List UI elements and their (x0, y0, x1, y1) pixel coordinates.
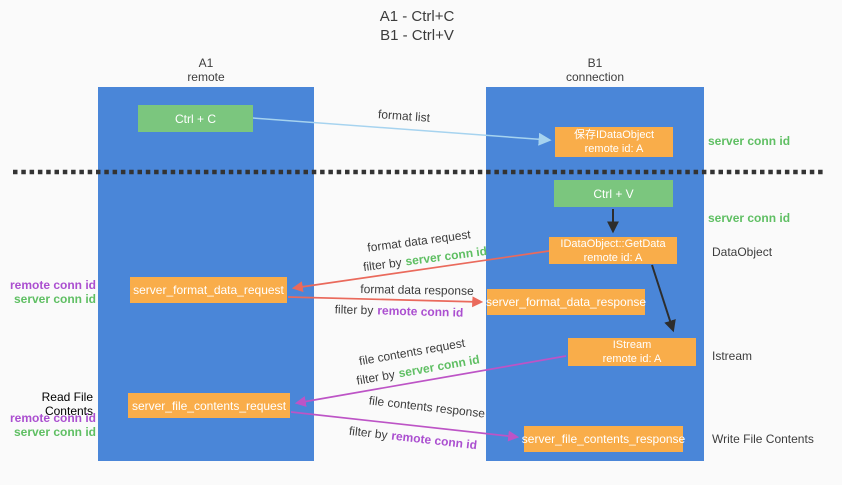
annotation-server-conn-id-left-top: server conn id (13, 292, 96, 306)
lane-b1-role: connection (565, 70, 625, 84)
node-ctrl-c: Ctrl + C (138, 105, 253, 132)
lane-header-a1: A1 remote (146, 56, 266, 84)
edge-label-file-contents-response: file contents response (368, 393, 486, 421)
title-line-b1: B1 - Ctrl+V (380, 27, 454, 44)
diagram-title: A1 - Ctrl+C B1 - Ctrl+V (342, 7, 492, 45)
node-server-file-contents-response: server_file_contents_response (521, 426, 686, 452)
annotation-remote-conn-id-top: remote conn id (9, 278, 96, 292)
lane-a1-role: remote (187, 70, 225, 84)
node-idataobject-getdata: IDataObject::GetData remote id: A (549, 237, 677, 264)
annotation-server-conn-id-mid: server conn id (708, 211, 791, 225)
title-line-a1: A1 - Ctrl+C (379, 8, 455, 25)
annotation-remote-conn-id-bottom: remote conn id (9, 411, 96, 425)
lane-a1-id: A1 (198, 56, 214, 70)
remote-conn-id-keyword: remote conn id (390, 428, 478, 453)
filter-by-text: filter by (355, 367, 396, 388)
remote-conn-id-keyword: remote conn id (377, 303, 464, 320)
node-istream-line1: IStream (612, 339, 652, 351)
node-save-idataobject-line1: 保存IDataObject (573, 129, 655, 141)
node-format-response-label: server_format_data_response (485, 295, 647, 309)
node-save-idataobject: 保存IDataObject remote id: A (555, 127, 673, 157)
node-getdata-line2: remote id: A (583, 251, 643, 264)
annotation-read-file-contents: Read File Contents (41, 390, 93, 418)
filter-by-text: filter by (362, 255, 403, 275)
edge-label-format-list: format list (377, 107, 431, 125)
node-server-format-data-request: server_format_data_request (130, 277, 287, 303)
node-server-file-contents-request: server_file_contents_request (128, 393, 290, 418)
node-getdata-line1: IDataObject::GetData (560, 237, 666, 250)
node-file-response-label: server_file_contents_response (521, 432, 686, 446)
annotation-conn-ids-bottom-left: remote conn id server conn id (0, 411, 96, 439)
node-server-format-data-response: server_format_data_response (485, 289, 647, 315)
node-istream-line2: remote id: A (602, 353, 662, 365)
annotation-dataobject: DataObject (712, 245, 773, 259)
annotation-conn-ids-top-left: remote conn id server conn id (0, 278, 96, 306)
annotation-server-conn-id-left-bottom: server conn id (13, 425, 96, 439)
annotation-server-conn-id-top: server conn id (708, 134, 791, 148)
node-save-idataobject-line2: remote id: A (584, 143, 644, 155)
edge-format-data-response (287, 296, 484, 308)
node-file-request-label: server_file_contents_request (131, 398, 287, 413)
node-istream: IStream remote id: A (568, 338, 696, 366)
filter-by-text: filter by (334, 302, 374, 318)
lane-b1-id: B1 (587, 56, 603, 70)
node-ctrl-v-label: Ctrl + V (593, 186, 634, 201)
node-ctrl-c-label: Ctrl + C (174, 111, 216, 126)
node-ctrl-v: Ctrl + V (554, 180, 673, 207)
edge-label-format-data-response: format data response (360, 282, 474, 298)
annotation-write-file-contents: Write File Contents (712, 432, 814, 446)
lane-header-b1: B1 connection (535, 56, 655, 84)
annotation-istream: Istream (712, 349, 753, 363)
filter-by-text: filter by (348, 423, 389, 443)
node-format-request-label: server_format_data_request (133, 283, 284, 297)
